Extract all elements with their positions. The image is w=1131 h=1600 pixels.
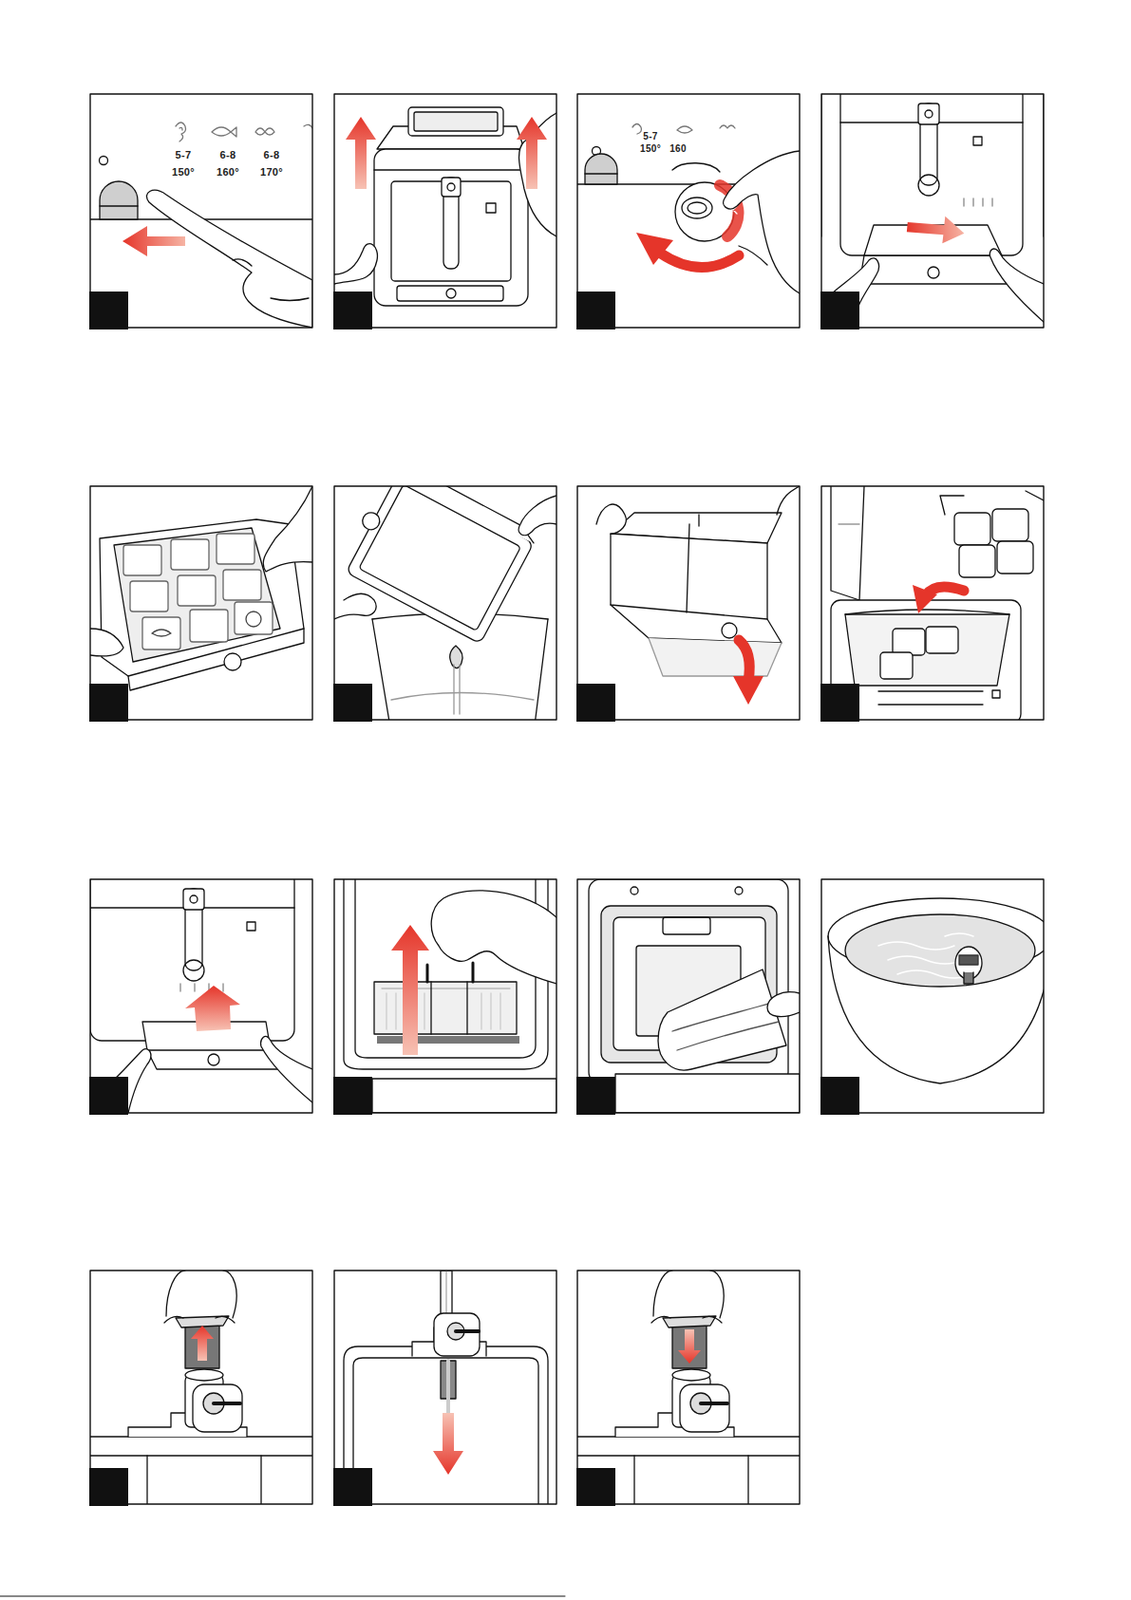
setting-label: 6-8 [263,150,281,161]
step-panel [89,1270,313,1507]
step-panel [333,879,557,1115]
step-panel [89,94,313,330]
step-panel [333,1270,557,1507]
setting-label: 160 [669,144,687,154]
setting-label: 6-8 [220,150,237,161]
step-panel [576,486,800,722]
step-panel [89,869,313,1115]
setting-label: 150° [640,144,661,154]
setting-label: 5-7 [175,150,192,161]
setting-label: 5-7 [642,131,658,142]
step-panel [576,879,800,1115]
step-panel [333,94,557,330]
setting-label: 150° [171,167,195,178]
setting-label: 170° [260,167,283,178]
setting-label: 160° [216,167,240,178]
step-panel [820,84,1044,330]
step-panel [576,94,800,330]
step-panel [89,486,313,722]
step-panel [820,879,1053,1115]
step-panel [329,454,557,734]
step-panel [820,486,1044,724]
step-panel [576,1270,800,1507]
